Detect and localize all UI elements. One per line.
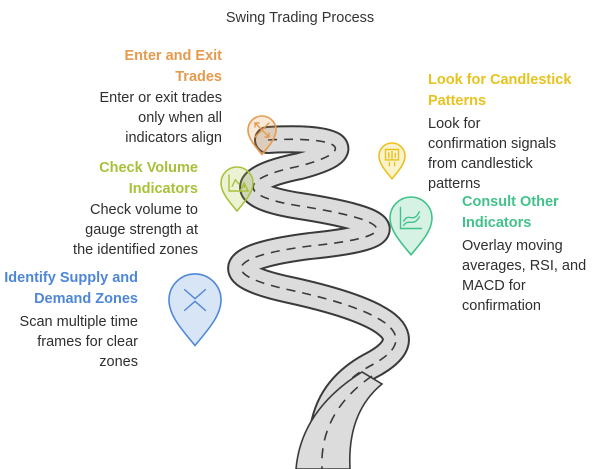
pin-marker-3 <box>220 166 254 213</box>
step-desc-enter-exit: Enter or exit trades only when all indic… <box>99 90 223 146</box>
step-title-supply-demand: Identify Supply and Demand Zones <box>4 270 138 307</box>
chevrons-inward-icon <box>183 288 207 312</box>
step-desc-candlestick: Look for confirmation signals from candl… <box>428 116 557 192</box>
road-foreground-center-line <box>321 375 373 469</box>
step-desc-other-indicators: Overlay moving averages, RSI, and MACD f… <box>462 238 587 314</box>
pin-shape <box>378 142 406 180</box>
road-center-line <box>240 138 397 469</box>
line-chart-icon <box>399 206 423 230</box>
pin-shape <box>168 273 222 347</box>
step-title-volume: Check Volume Indicators <box>99 160 198 197</box>
pin-marker-4 <box>389 196 433 256</box>
arrows-cross-icon <box>254 122 270 138</box>
pin-marker-5 <box>168 273 222 347</box>
volume-warning-icon <box>228 174 250 192</box>
pin-shape <box>220 166 254 213</box>
winding-road <box>227 125 410 469</box>
pin-shape <box>389 196 433 256</box>
candlestick-chart-icon <box>384 148 400 167</box>
step-desc-volume: Check volume to gauge strength at the id… <box>73 202 198 258</box>
step-desc-supply-demand: Scan multiple time frames for clear zone… <box>19 314 138 370</box>
diagram-title: Swing Trading Process <box>225 10 375 26</box>
pin-marker-1 <box>247 115 277 156</box>
pin-marker-2 <box>378 142 406 180</box>
step-title-candlestick: Look for Candlestick Patterns <box>428 72 572 109</box>
step-title-enter-exit: Enter and Exit Trades <box>124 48 223 85</box>
step-title-other-indicators: Consult Other Indicators <box>462 194 559 231</box>
road-foreground <box>295 371 384 469</box>
